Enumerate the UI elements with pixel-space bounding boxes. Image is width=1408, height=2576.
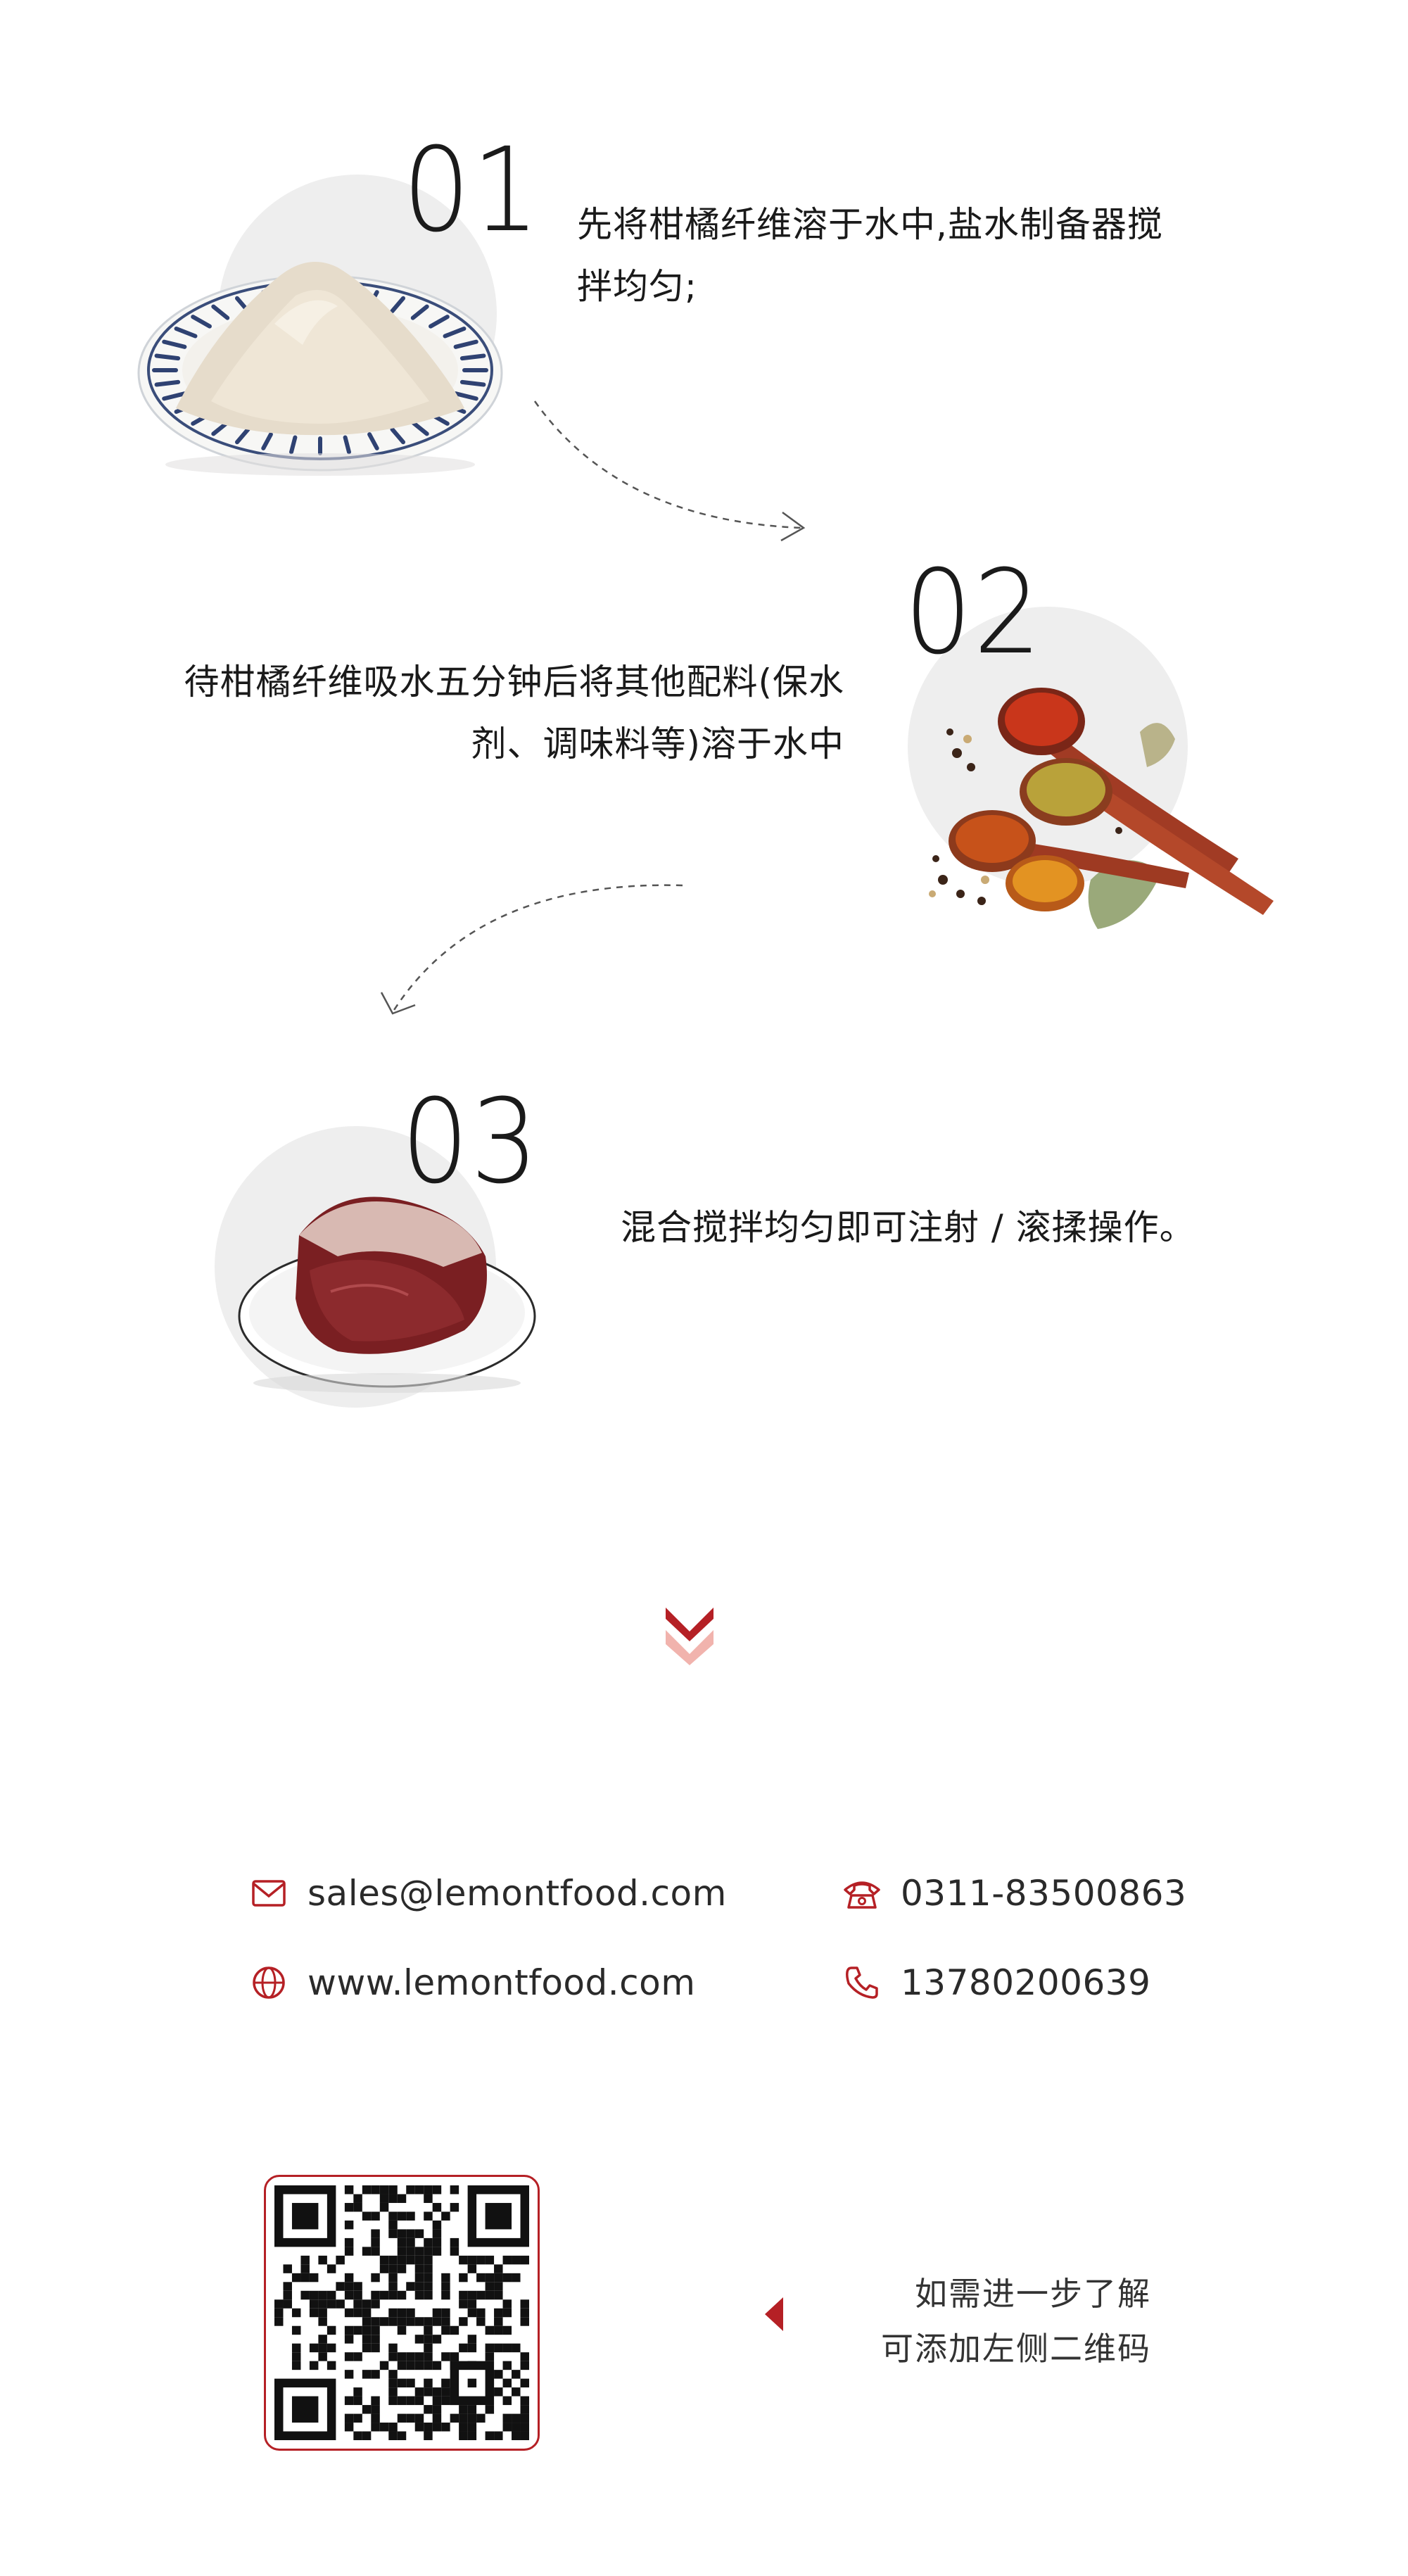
contact-phone[interactable]: 0311-83500863 (843, 1871, 1186, 1916)
triangle-left-icon (765, 2297, 783, 2331)
step-1-line-2: 拌均匀; (577, 266, 697, 307)
step-3-description: 混合搅拌均匀即可注射 / 滚揉操作。 (621, 1197, 1324, 1258)
phone-text[interactable]: 0311-83500863 (901, 1873, 1187, 1914)
step-2-image (929, 688, 1274, 929)
step-1-image (137, 262, 503, 476)
step-3-number: 03 (401, 1074, 540, 1209)
flow-arrow-2 (380, 884, 683, 1015)
flow-arrow-1 (533, 400, 806, 542)
email-text[interactable]: sales@lemontfood.com (307, 1873, 727, 1914)
step-1-number: 01 (402, 122, 541, 258)
step-1-line-1: 先将柑橘纤维溶于水中,盐水制备器搅 (577, 204, 1163, 245)
contact-mobile[interactable]: 13780200639 (843, 1960, 1150, 2005)
step-2-description: 待柑橘纤维吸水五分钟后将其他配料(保水 剂、调味料等)溶于水中 (42, 651, 844, 775)
qr-caption: 如需进一步了解 可添加左侧二维码 (816, 2266, 1151, 2376)
step-3-line-1: 混合搅拌均匀即可注射 / 滚揉操作。 (621, 1207, 1195, 1248)
step-3-image (238, 1197, 536, 1393)
contact-website[interactable]: www.lemontfood.com (250, 1960, 695, 2005)
step-1-description: 先将柑橘纤维溶于水中,盐水制备器搅 拌均匀; (577, 194, 1281, 317)
telephone-icon (843, 1874, 881, 1912)
qr-code-frame (264, 2175, 540, 2451)
step-2-number: 02 (904, 545, 1043, 680)
contact-email[interactable]: sales@lemontfood.com (250, 1871, 727, 1916)
qr-code-image[interactable] (274, 2185, 529, 2440)
mail-icon (250, 1874, 288, 1912)
globe-icon (250, 1964, 288, 2002)
qr-caption-line-2: 可添加左侧二维码 (881, 2330, 1151, 2368)
double-chevron-down-icon (666, 1608, 713, 1665)
website-text[interactable]: www.lemontfood.com (307, 1962, 696, 2003)
step-2-line-2: 剂、调味料等)溶于水中 (471, 724, 844, 764)
step-2-line-1: 待柑橘纤维吸水五分钟后将其他配料(保水 (184, 662, 844, 702)
mobile-text[interactable]: 13780200639 (901, 1962, 1151, 2003)
phone-handset-icon (843, 1964, 881, 2002)
qr-caption-line-1: 如需进一步了解 (915, 2275, 1151, 2313)
